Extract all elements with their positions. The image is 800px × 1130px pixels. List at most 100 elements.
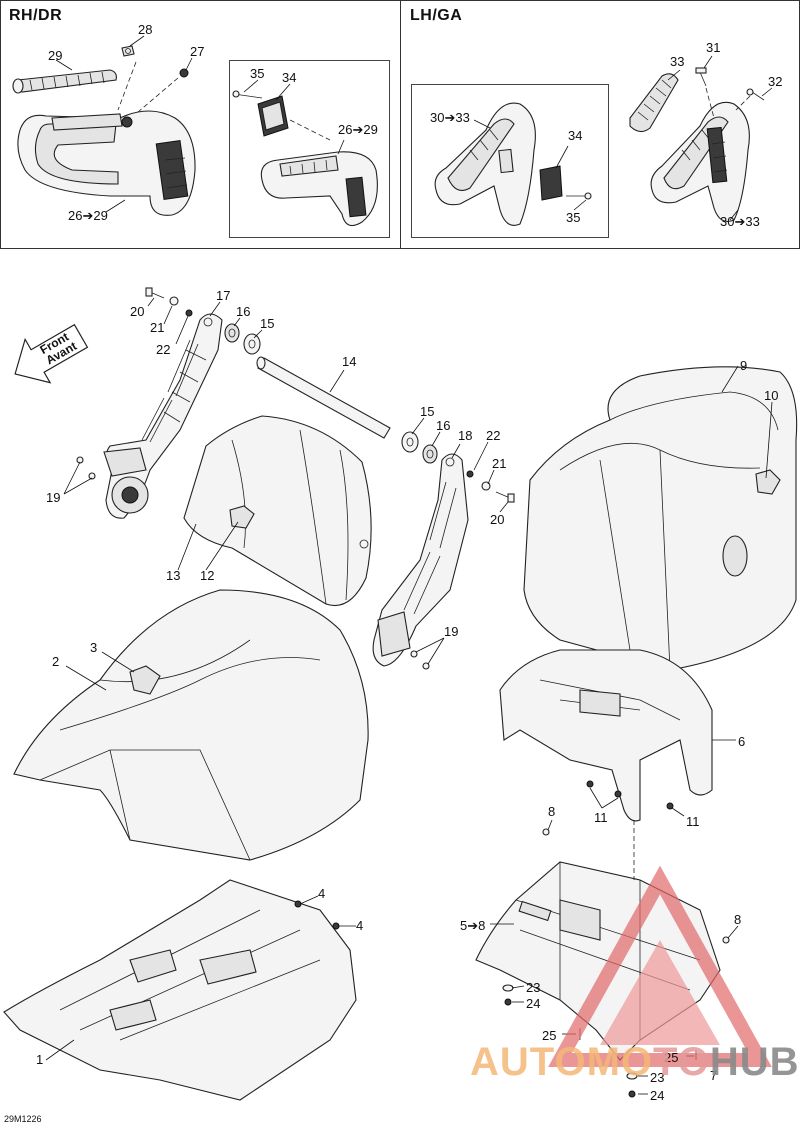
- label-lh-30-33-b: 30➔33: [720, 214, 760, 229]
- leader-lh-35: [573, 199, 587, 211]
- label-p24a: 24: [526, 996, 540, 1011]
- rh-handle-26: [17, 110, 196, 216]
- label-p23b: 23: [650, 1070, 664, 1085]
- label-p25b: 25: [664, 1050, 678, 1065]
- rh-nut-27: [179, 68, 189, 78]
- label-p3: 3: [90, 640, 97, 655]
- label-p16a: 16: [236, 304, 250, 319]
- leader-8b: [727, 925, 739, 939]
- label-p25a: 25: [542, 1028, 556, 1043]
- label-p15a: 15: [260, 316, 274, 331]
- hardware-8-23-24-25: [502, 828, 730, 1098]
- rh-dash-27: [137, 77, 179, 113]
- rh-dash-28: [117, 61, 137, 111]
- label-p13: 13: [166, 568, 180, 583]
- lh-screw-32: [746, 88, 765, 101]
- leader-rh-26-29-inset: [337, 139, 345, 155]
- bushing-15-16-right: [401, 431, 438, 464]
- label-p24b: 24: [650, 1088, 664, 1103]
- label-p14: 14: [342, 354, 356, 369]
- backrest-bracket-right: [372, 453, 469, 667]
- leader-lh-32: [761, 87, 773, 97]
- leader-18: [451, 443, 461, 459]
- label-p8a: 8: [548, 804, 555, 819]
- rh-grip-29: [12, 69, 117, 94]
- label-p2: 2: [52, 654, 59, 669]
- seat-pan-1: [3, 879, 357, 1101]
- lh-dash-32: [735, 95, 751, 111]
- label-lh-32: 32: [768, 74, 782, 89]
- label-rh-27: 27: [190, 44, 204, 59]
- leader-2: [65, 665, 107, 691]
- label-lh-33: 33: [670, 54, 684, 69]
- leader-16b: [431, 431, 441, 447]
- lh-inset-parts: [434, 102, 592, 226]
- label-p11b: 11: [686, 814, 700, 829]
- seat-base-6: [499, 649, 713, 822]
- label-p6: 6: [738, 734, 745, 749]
- leader-rh-34: [275, 83, 291, 101]
- label-p1: 1: [36, 1052, 43, 1067]
- label-rh-26-29: 26➔29: [68, 208, 108, 223]
- leader-lh-30-33: [473, 119, 491, 129]
- rh-inset-frame: [229, 60, 390, 238]
- label-p9: 9: [740, 358, 747, 373]
- label-rh-28: 28: [138, 22, 152, 37]
- leader-20a: [147, 297, 155, 307]
- leader-rh-35: [243, 79, 259, 93]
- leader-16a: [233, 317, 241, 327]
- backrest-bracket-left: [103, 313, 223, 519]
- watermark-text-part3: HUB: [709, 1040, 800, 1084]
- leader-8a: [547, 819, 553, 831]
- passenger-seat-9: [523, 366, 798, 671]
- label-lh-34: 34: [568, 128, 582, 143]
- lh-screw-31: [695, 67, 707, 87]
- rh-inset-parts: [232, 90, 378, 227]
- label-lh-31: 31: [706, 40, 720, 55]
- leader-10: [765, 401, 773, 479]
- hardware-20-21-22-left: [145, 287, 193, 317]
- label-rh-34: 34: [282, 70, 296, 85]
- label-p10: 10: [764, 388, 778, 403]
- label-p15b: 15: [420, 404, 434, 419]
- leader-rh-26-29: [105, 199, 126, 213]
- rh-screw-28: [121, 45, 135, 57]
- backrest-pad-13: [183, 415, 372, 606]
- label-p20b: 20: [490, 512, 504, 527]
- label-p5-8: 5➔8: [460, 918, 485, 933]
- label-p21a: 21: [150, 320, 164, 335]
- leader-22a: [175, 315, 189, 345]
- leader-lh-34: [555, 145, 569, 169]
- label-p21b: 21: [492, 456, 506, 471]
- label-p17: 17: [216, 288, 230, 303]
- label-p19b: 19: [444, 624, 458, 639]
- leader-rh-27: [185, 57, 193, 71]
- leader-rh-28: [129, 35, 145, 47]
- watermark-text: AUTOMOTOHUB: [470, 1040, 800, 1085]
- leader-21b: [487, 469, 495, 485]
- lh-panel-title: LH/GA: [410, 7, 463, 24]
- label-p22a: 22: [156, 342, 170, 357]
- shaft-14: [256, 356, 391, 439]
- leader-22b: [473, 441, 489, 471]
- label-rh-29: 29: [48, 48, 62, 63]
- leader-rh-29: [55, 59, 73, 71]
- label-p7: 7: [710, 1068, 717, 1083]
- label-p4b: 4: [356, 918, 363, 933]
- drawing-code: 29M1226: [4, 1114, 42, 1124]
- label-rh-26-29-inset: 26➔29: [338, 122, 378, 137]
- leader-15b: [411, 417, 425, 435]
- label-p16b: 16: [436, 418, 450, 433]
- label-p22b: 22: [486, 428, 500, 443]
- label-p23a: 23: [526, 980, 540, 995]
- leader-20b: [499, 501, 509, 513]
- watermark-text-part2: TO: [653, 1040, 710, 1084]
- lh-grip-33: [629, 73, 679, 133]
- label-lh-35: 35: [566, 210, 580, 225]
- label-p18: 18: [458, 428, 472, 443]
- watermark-logo: [548, 865, 772, 1067]
- leader-4a: [299, 895, 319, 905]
- label-p8b: 8: [734, 912, 741, 927]
